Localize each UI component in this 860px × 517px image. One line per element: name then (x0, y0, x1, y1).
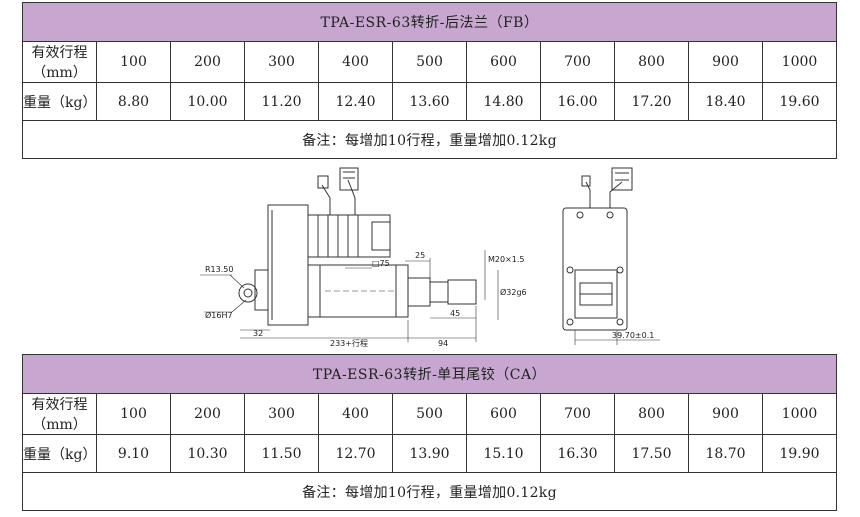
dim-stroke: 233+行程 (330, 338, 368, 348)
stroke-cell: 400 (318, 393, 393, 435)
weight-cell: 10.00 (170, 82, 245, 121)
weight-cell: 17.20 (614, 82, 689, 121)
connector (339, 167, 359, 191)
side-view (562, 167, 660, 345)
stroke-cell: 400 (318, 41, 393, 83)
connector (317, 175, 329, 189)
weight-cell: 18.70 (688, 434, 763, 473)
stroke-label: 有效行程（mm） (22, 41, 97, 83)
stroke-cell: 800 (614, 393, 689, 435)
stroke-cell: 300 (244, 41, 319, 83)
actuator-drawing: R13.50 Ø16H7 □75 25 M20×1.5 Ø32g6 45 32 … (200, 167, 660, 348)
stroke-cell: 200 (170, 393, 245, 435)
stroke-cell: 600 (466, 393, 541, 435)
table-title: TPA-ESR-63转折-后法兰（FB） (22, 2, 837, 42)
dim-r: R13.50 (205, 265, 233, 274)
weight-cell: 11.50 (244, 434, 319, 473)
weight-label: 重量（kg） (22, 434, 97, 473)
side-housing (562, 207, 628, 331)
weight-cell: 19.90 (762, 434, 837, 473)
weight-cell: 13.60 (392, 82, 467, 121)
dim-94: 94 (438, 339, 448, 348)
dim-thread: M20×1.5 (488, 255, 525, 264)
gearbox-housing (267, 204, 309, 326)
spec-table-fb: TPA-ESR-63转折-后法兰（FB） 有效行程（mm） 100 200 30… (22, 2, 837, 159)
stroke-label: 有效行程（mm） (22, 393, 97, 435)
weight-cell: 15.10 (466, 434, 541, 473)
weight-cell: 17.50 (614, 434, 689, 473)
weight-label: 重量（kg） (22, 82, 97, 121)
stroke-cell: 900 (688, 41, 763, 83)
dim-square: □75 (372, 259, 390, 268)
motor-body (307, 214, 391, 258)
stroke-cell: 900 (688, 393, 763, 435)
stroke-row: 有效行程（mm） 100 200 300 400 500 600 700 800… (22, 41, 837, 83)
table-note: 备注：每增加10行程，重量增加0.12kg (22, 472, 837, 511)
stroke-cell: 1000 (762, 393, 837, 435)
weight-cell: 19.60 (762, 82, 837, 121)
weight-cell: 9.10 (96, 434, 171, 473)
stroke-row: 有效行程（mm） 100 200 300 400 500 600 700 800… (22, 393, 837, 435)
weight-row: 重量（kg） 9.10 10.30 11.50 12.70 13.90 15.1… (22, 434, 837, 473)
stroke-cell: 100 (96, 393, 171, 435)
weight-cell: 16.30 (540, 434, 615, 473)
spec-table-ca: TPA-ESR-63转折-单耳尾铰（CA） 有效行程（mm） 100 200 3… (22, 354, 837, 511)
stroke-cell: 500 (392, 393, 467, 435)
stroke-cell: 700 (540, 393, 615, 435)
stroke-cell: 700 (540, 41, 615, 83)
dim-dia: Ø32g6 (500, 287, 527, 297)
stroke-cell: 500 (392, 41, 467, 83)
front-view (200, 167, 499, 342)
stroke-cell: 1000 (762, 41, 837, 83)
table-title: TPA-ESR-63转折-单耳尾铰（CA） (22, 354, 837, 394)
dim-bore: Ø16H7 (205, 310, 233, 320)
stroke-cell: 200 (170, 41, 245, 83)
table-note: 备注：每增加10行程，重量增加0.12kg (22, 120, 837, 159)
weight-cell: 12.40 (318, 82, 393, 121)
weight-cell: 10.30 (170, 434, 245, 473)
weight-cell: 12.70 (318, 434, 393, 473)
dim-32: 32 (253, 329, 263, 338)
weight-cell: 13.90 (392, 434, 467, 473)
dim-side: 39.70±0.1 (612, 331, 654, 340)
dim-25: 25 (415, 251, 425, 260)
weight-cell: 11.20 (244, 82, 319, 121)
stroke-cell: 300 (244, 393, 319, 435)
dim-45: 45 (450, 309, 460, 318)
